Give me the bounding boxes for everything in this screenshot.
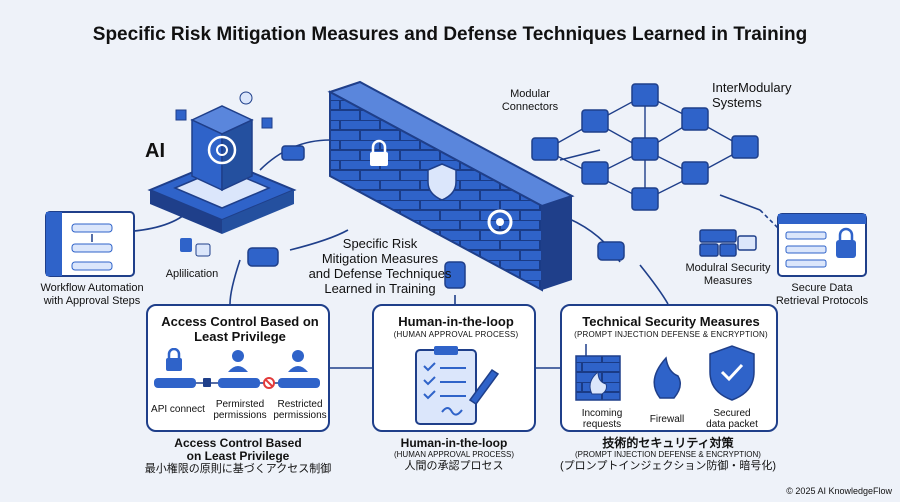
application-label: Aplilication <box>165 268 219 280</box>
firewall-flame-icon <box>653 356 681 399</box>
workflow-window-icon <box>45 211 135 277</box>
lock-icon <box>166 348 182 371</box>
firewall-wall-icon <box>327 80 575 292</box>
module-network-nodes <box>531 83 759 211</box>
pen-icon <box>468 368 500 406</box>
footer-human: Human-in-the-loop (HUMAN APPROVAL PROCES… <box>393 436 515 473</box>
technical-item-incoming: Incoming requests <box>581 408 623 430</box>
access-item-permitted: Permirsted permissions <box>213 399 267 421</box>
panel-human-loop: Human-in-the-loop (HUMAN APPROVAL PROCES… <box>372 304 536 432</box>
page-title: Specific Risk Mitigation Measures and De… <box>92 24 808 45</box>
copyright: © 2025 AI KnowledgeFlow <box>786 486 892 496</box>
access-icons <box>154 348 320 389</box>
security-bricks-icon <box>699 229 757 257</box>
secure-data-window-icon <box>777 213 867 277</box>
ai-platform-icon <box>147 91 297 234</box>
panel-technical-title: Technical Security Measures <box>582 314 760 329</box>
application-icon <box>180 238 211 257</box>
panel-human-title: Human-in-the-loop <box>398 314 514 329</box>
shield-check-icon <box>709 345 755 401</box>
technical-icons <box>575 344 755 401</box>
small-lock-icon <box>203 378 211 387</box>
plug-icon-left <box>247 145 625 289</box>
panel-human-subtitle: (HUMAN APPROVAL PROCESS) <box>393 330 519 339</box>
panel-technical: Technical Security Measures (PROMPT INJE… <box>560 304 778 432</box>
checklist-clipboard-icon <box>415 346 500 425</box>
ai-label: AI <box>145 140 165 162</box>
user-icon <box>288 350 308 372</box>
footer-technical: 技術的セキュリティ対策 (PROMPT INJECTION DEFENSE & … <box>560 436 776 473</box>
technical-item-packet: Secured data packet <box>706 408 758 430</box>
panel-technical-subtitle: (PROMPT INJECTION DEFENSE & ENCRYPTION) <box>574 330 768 339</box>
technical-item-firewall: Firewall <box>649 414 685 425</box>
user-icon <box>228 350 248 372</box>
footer-access: Access Control Based on Least Privilege … <box>144 436 332 476</box>
access-item-restricted: Restricted permissions <box>273 399 327 421</box>
access-item-api: API connect <box>151 404 205 415</box>
firewall-bricks-icon <box>575 344 621 401</box>
